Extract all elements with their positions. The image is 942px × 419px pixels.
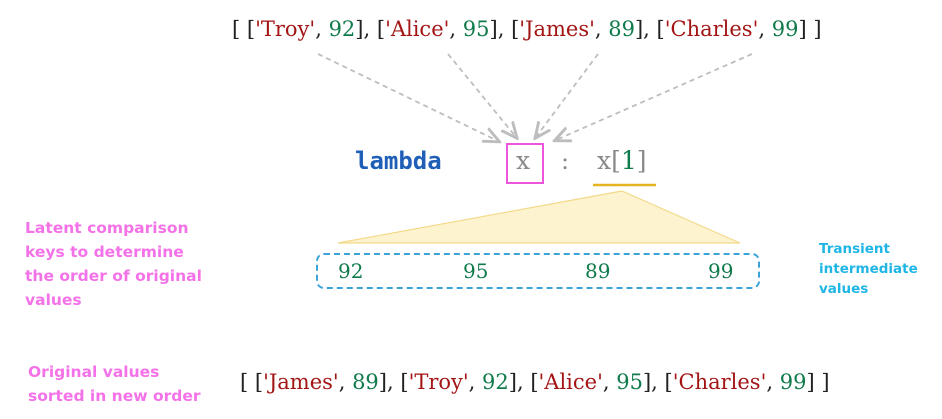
key-value: 89	[585, 259, 611, 283]
list-close-bracket: ]	[821, 370, 830, 394]
list-close-bracket: ]	[813, 17, 822, 41]
list-item-name: 'Alice'	[538, 370, 603, 394]
keys-box	[316, 253, 760, 289]
list-item-score: 99	[779, 370, 807, 394]
input-list: [ ['Troy', 92], ['Alice', 95], ['James',…	[232, 17, 822, 41]
key-value: 92	[338, 259, 364, 283]
lambda-param-box	[506, 143, 544, 184]
list-open-bracket: [	[232, 17, 241, 41]
note-line: values	[819, 281, 869, 297]
list-item-name: 'James'	[519, 17, 595, 41]
note-line: intermediate	[819, 261, 918, 277]
key-value: 99	[708, 259, 734, 283]
list-item-name: 'Alice'	[385, 17, 450, 41]
key-value: 95	[463, 259, 489, 283]
note-line: the order of original	[25, 267, 202, 285]
lambda-body: x[1]	[597, 146, 647, 175]
list-item-score: 95	[616, 370, 643, 394]
latent-keys-note: Latent comparison keys to determine the …	[25, 216, 202, 312]
lambda-colon: :	[561, 147, 570, 175]
list-item-name: 'Troy'	[408, 370, 469, 394]
lambda-keyword: lambda	[355, 147, 442, 175]
list-item-name: 'Troy'	[255, 17, 316, 41]
lambda-body-index: 1	[620, 146, 637, 175]
lambda-body-var: x	[597, 146, 612, 175]
list-open-bracket: [	[240, 370, 249, 394]
note-line: values	[25, 291, 82, 309]
arrow-charles	[556, 53, 753, 140]
arrow-troy	[317, 53, 498, 141]
note-line: Latent comparison	[25, 219, 189, 237]
list-item-score: 99	[771, 17, 799, 41]
list-item-score: 92	[482, 370, 509, 394]
list-item-name: 'Charles'	[664, 17, 759, 41]
note-line: Original values	[28, 363, 160, 381]
lambda-param: x	[516, 146, 531, 175]
list-item-score: 89	[608, 17, 635, 41]
list-item-score: 95	[462, 17, 490, 41]
index-fan	[337, 190, 741, 244]
list-item-score: 89	[352, 370, 379, 394]
note-line: Transient	[819, 241, 890, 257]
note-line: sorted in new order	[28, 387, 201, 405]
list-item-name: 'Charles'	[672, 370, 767, 394]
list-item-score: 92	[328, 17, 356, 41]
note-line: keys to determine	[25, 243, 184, 261]
sorted-note: Original values sorted in new order	[28, 360, 200, 408]
arrow-alice	[447, 53, 516, 137]
arrow-james	[536, 53, 599, 137]
list-item-name: 'James'	[263, 370, 339, 394]
sorted-list: [ ['James', 89], ['Troy', 92], ['Alice',…	[240, 370, 830, 394]
transient-values-note: Transient intermediate values	[819, 239, 918, 299]
